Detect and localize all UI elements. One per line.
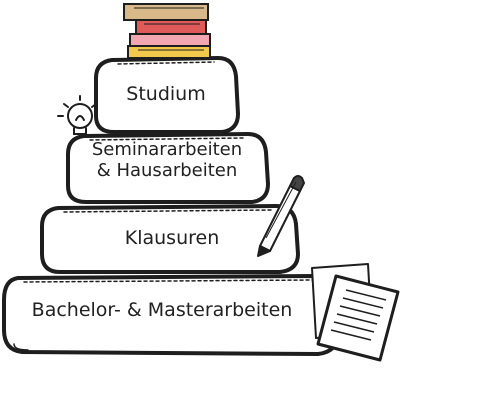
tier-label-seminar: Seminararbeiten & Hausarbeiten — [76, 139, 258, 181]
tier-label-seminar-line2: & Hausarbeiten — [96, 159, 238, 181]
tier-studium-box — [94, 56, 240, 134]
paper-sheets-icon — [311, 263, 400, 362]
tier-seminar-box — [66, 132, 270, 204]
lightbulb-icon — [57, 95, 97, 135]
pencil-icon — [257, 175, 305, 257]
tier-label-klausuren: Klausuren — [124, 227, 220, 249]
tier-klausuren-box — [40, 204, 300, 274]
books-icon — [123, 3, 211, 59]
tier-label-bachelor: Bachelor- & Masterarbeiten — [31, 299, 293, 321]
tier-label-studium: Studium — [126, 83, 206, 105]
tier-label-seminar-line1: Seminararbeiten — [91, 139, 243, 160]
